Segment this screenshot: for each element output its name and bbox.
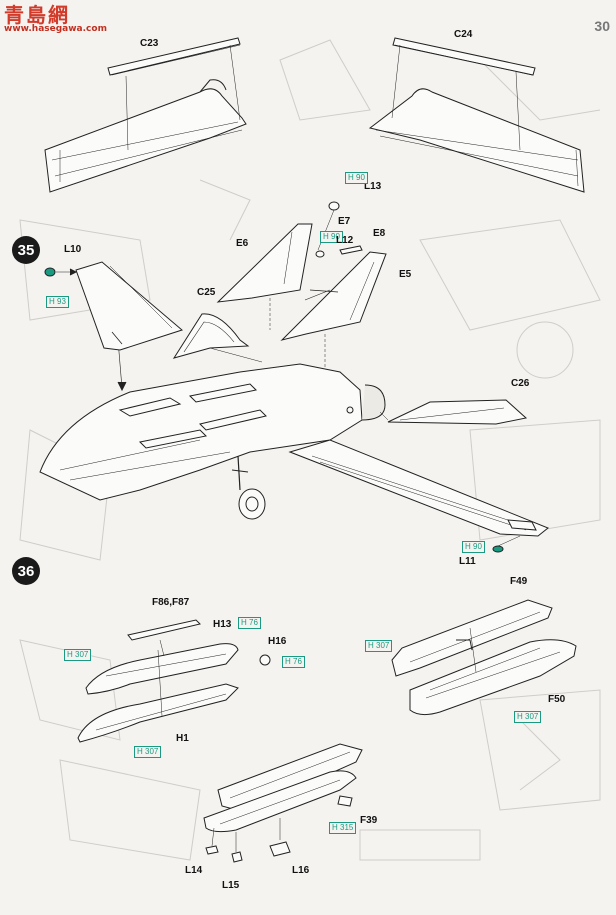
- small-parts-e7-e8-l12-l13: [315, 201, 363, 258]
- part-label-l13: L13: [364, 181, 382, 192]
- color-code-h90-c: H 90: [462, 541, 485, 553]
- landing-gear: [231, 455, 266, 520]
- tail-fin-e6: [216, 223, 313, 330]
- part-label-e6: E6: [236, 238, 249, 249]
- right-wing-c26-l11-assembly: [288, 399, 549, 553]
- part-label-f86-f87: F86,F87: [152, 597, 190, 608]
- part-label-l10: L10: [64, 244, 82, 255]
- step-35-badge: 35: [12, 236, 40, 264]
- color-code-h307-b: H 307: [365, 640, 393, 652]
- intake-part-c25: [172, 313, 263, 363]
- watermark-brand: 青島網: [4, 3, 70, 27]
- part-label-l16: L16: [292, 865, 310, 876]
- color-code-h307-d: H 307: [134, 746, 162, 758]
- part-label-e7: E7: [338, 216, 351, 227]
- color-code-h76-a: H 76: [238, 617, 261, 629]
- part-label-h13: H13: [213, 619, 232, 630]
- color-code-h90-b: H 90: [320, 231, 343, 243]
- color-code-h76-b: H 76: [282, 656, 305, 668]
- left-wing-c23-assembly: [44, 37, 247, 193]
- part-label-c23: C23: [140, 38, 159, 49]
- part-label-l14: L14: [185, 865, 203, 876]
- watermark-site: www.hasegawa.com: [4, 24, 107, 34]
- part-label-l12: L12: [336, 235, 354, 246]
- tail-fin-e5: [280, 251, 387, 388]
- fuel-tank-h13-h1-assembly: [77, 619, 271, 743]
- left-wing-l10-assembly: [44, 261, 184, 351]
- fuselage-body: [39, 289, 386, 501]
- color-code-h93: H 93: [46, 296, 69, 308]
- step-36-badge: 36: [12, 557, 40, 585]
- part-label-c26: C26: [511, 378, 530, 389]
- color-code-h315: H 315: [329, 822, 357, 834]
- part-label-e5: E5: [399, 269, 412, 280]
- part-label-c25: C25: [197, 287, 216, 298]
- pod-f39-assembly: [203, 743, 363, 863]
- part-label-l15: L15: [222, 880, 240, 891]
- part-label-e8: E8: [373, 228, 386, 239]
- part-label-f49: F49: [510, 576, 528, 587]
- watermark-logo: 青島網 www.hasegawa.com: [4, 4, 107, 34]
- page-number: 30: [594, 18, 610, 34]
- part-label-h1: H1: [176, 733, 189, 744]
- part-label-l11: L11: [459, 556, 476, 567]
- color-code-h90-a: H 90: [345, 172, 368, 184]
- right-wing-c24-assembly: [368, 37, 585, 193]
- part-label-f50: F50: [548, 694, 566, 705]
- color-code-h307-c: H 307: [514, 711, 542, 723]
- fuel-tank-f49-f50-assembly: [391, 599, 577, 716]
- color-code-h307-a: H 307: [64, 649, 92, 661]
- part-label-f39: F39: [360, 815, 378, 826]
- part-label-h16: H16: [268, 636, 287, 647]
- part-label-c24: C24: [454, 29, 473, 40]
